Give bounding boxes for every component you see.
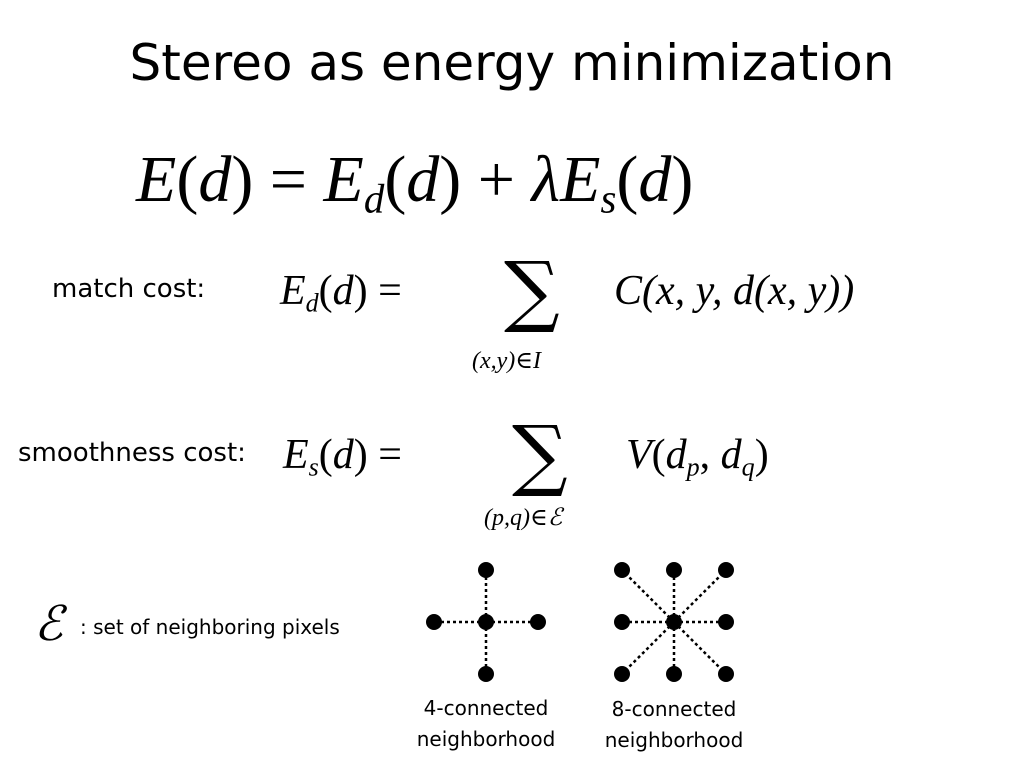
edge	[673, 621, 727, 675]
match-sum-symbol: ∑	[504, 246, 560, 336]
pixel-dot	[666, 666, 682, 682]
edge-set-symbol: ℰ	[34, 596, 64, 652]
pixel-dot	[530, 614, 546, 630]
match-cost-label: match cost:	[52, 274, 206, 304]
four-connected-caption: 4-connected neighborhood	[416, 696, 556, 751]
pixel-dot	[718, 562, 734, 578]
four-connected-pixels	[426, 562, 546, 682]
edge-set-description: : set of neighboring pixels	[80, 615, 340, 639]
pixel-dot	[478, 666, 494, 682]
match-cost-lhs: Ed(d) =	[280, 268, 402, 318]
pixel-dot	[718, 666, 734, 682]
pixel-dot	[718, 614, 734, 630]
four-connected-diagram	[434, 570, 538, 674]
smoothness-cost-rhs: V(dp, dq)	[626, 432, 769, 482]
match-cost-rhs: C(x, y, d(x, y))	[614, 268, 855, 314]
edge	[621, 569, 675, 623]
smoothness-sum-symbol: ∑	[512, 410, 568, 500]
pixel-dot	[614, 562, 630, 578]
neighborhood-diagrams	[426, 562, 734, 682]
eight-connected-diagram	[621, 569, 727, 675]
pixel-dot	[614, 614, 630, 630]
edge	[673, 569, 727, 623]
slide-title: Stereo as energy minimization	[129, 34, 895, 92]
pixel-dot	[614, 666, 630, 682]
pixel-dot	[478, 614, 494, 630]
smoothness-sum-index: (p,q)∈ℰ	[484, 505, 563, 531]
main-energy-equation: E(d) = Ed(d) + λEs(d)	[136, 143, 694, 222]
pixel-dot	[426, 614, 442, 630]
pixel-dot	[666, 562, 682, 578]
smoothness-cost-label: smoothness cost:	[18, 438, 246, 468]
edge	[621, 621, 675, 675]
eight-connected-caption: 8-connected neighborhood	[604, 697, 744, 752]
match-sum-index: (x,y)∈I	[472, 348, 542, 374]
pixel-dot	[478, 562, 494, 578]
eight-connected-pixels	[614, 562, 734, 682]
pixel-dot	[666, 614, 682, 630]
smoothness-cost-lhs: Es(d) =	[283, 432, 402, 482]
